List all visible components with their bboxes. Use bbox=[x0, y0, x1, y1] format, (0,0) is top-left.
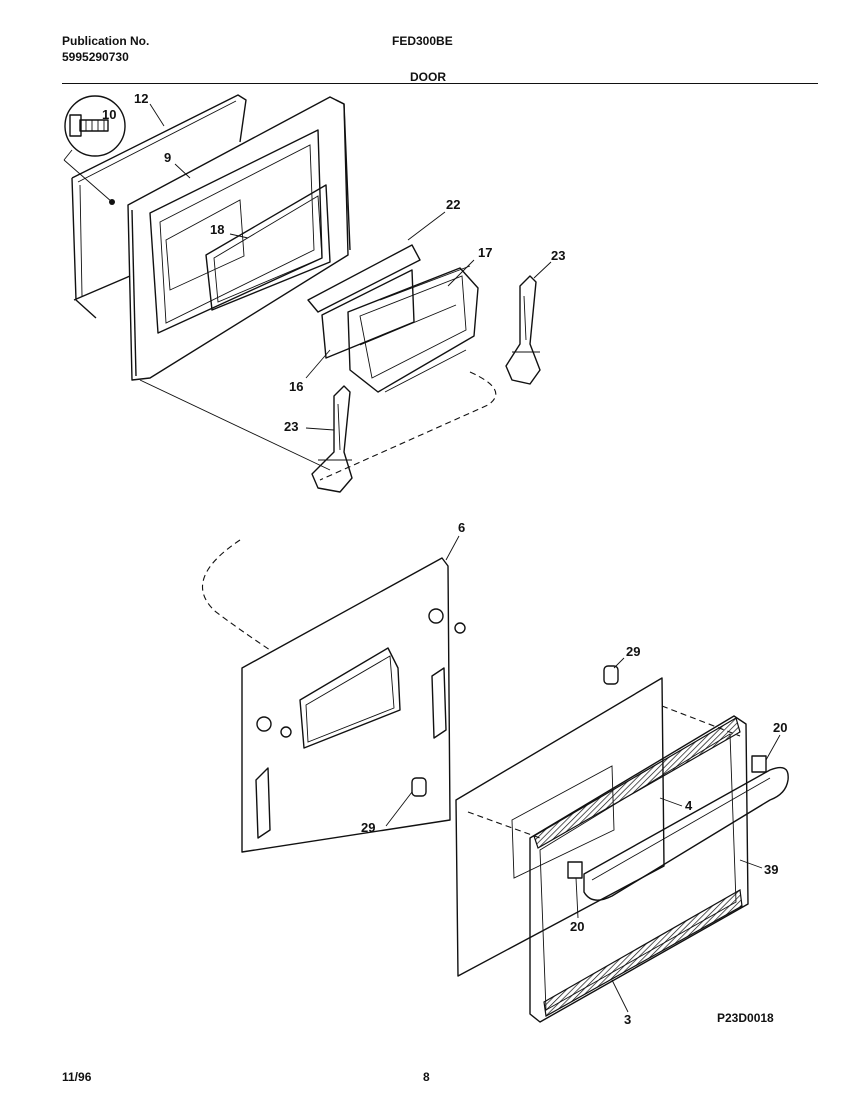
bumper-lower bbox=[411, 777, 427, 797]
retainer-17 bbox=[347, 265, 479, 393]
section-title: DOOR bbox=[410, 70, 446, 84]
door-gasket bbox=[71, 94, 247, 319]
callout-23-left: 23 bbox=[284, 419, 298, 434]
door-handle bbox=[583, 766, 789, 901]
callout-39: 39 bbox=[764, 862, 778, 877]
page-number: 8 bbox=[423, 1070, 430, 1084]
publication-number: 5995290730 bbox=[62, 50, 129, 64]
callout-29-upper: 29 bbox=[626, 644, 640, 659]
callout-12: 12 bbox=[134, 91, 148, 106]
drawing-code: P23D0018 bbox=[717, 1011, 774, 1025]
window-glass-22 bbox=[307, 244, 421, 313]
bumper-upper bbox=[603, 665, 619, 685]
hinge-right bbox=[505, 275, 541, 385]
screw-detail bbox=[63, 95, 126, 205]
callout-29-lower: 29 bbox=[361, 820, 375, 835]
publication-label: Publication No. bbox=[62, 34, 150, 48]
hinge-left bbox=[311, 385, 353, 493]
callout-16: 16 bbox=[289, 379, 303, 394]
callout-3: 3 bbox=[624, 1012, 631, 1027]
inner-door-panel bbox=[127, 96, 351, 381]
callout-4: 4 bbox=[685, 798, 693, 813]
callout-18: 18 bbox=[210, 222, 224, 237]
model-number: FED300BE bbox=[392, 34, 453, 48]
callout-23-right: 23 bbox=[551, 248, 565, 263]
callout-9: 9 bbox=[164, 150, 171, 165]
door-frame bbox=[529, 715, 749, 1023]
outer-door-panel bbox=[241, 557, 466, 853]
callout-20-left: 20 bbox=[570, 919, 584, 934]
insulation-16 bbox=[321, 269, 415, 359]
footer-date: 11/96 bbox=[62, 1070, 92, 1084]
callout-22: 22 bbox=[446, 197, 460, 212]
header-rule bbox=[62, 83, 818, 84]
handle-mount-left bbox=[567, 861, 583, 879]
glass-panel bbox=[455, 677, 665, 977]
callout-20-right: 20 bbox=[773, 720, 787, 735]
handle-mount-right bbox=[751, 755, 767, 773]
callout-6: 6 bbox=[458, 520, 465, 535]
callout-10: 10 bbox=[102, 107, 116, 122]
callout-17: 17 bbox=[478, 245, 492, 260]
